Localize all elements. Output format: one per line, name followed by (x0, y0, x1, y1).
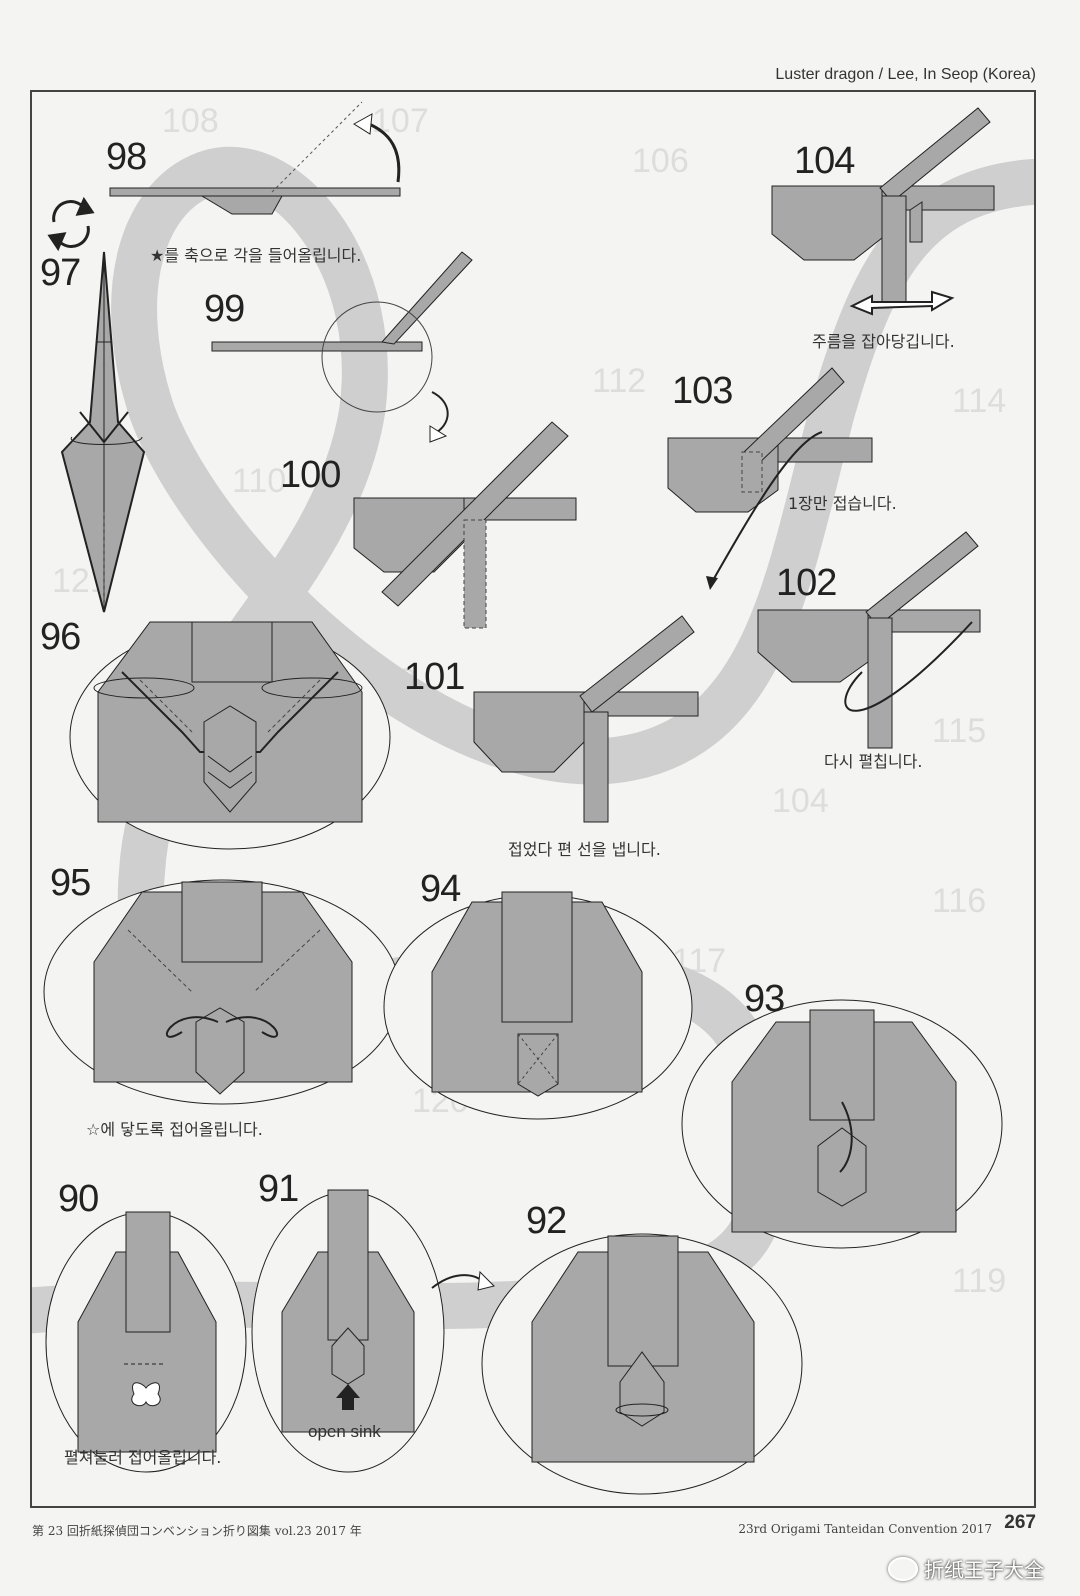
caption-step-98: ★를 축으로 각을 들어올립니다. (150, 246, 362, 265)
step-101-diagram (473, 615, 699, 823)
step-number-104: 104 (794, 140, 855, 182)
caption-step-103: 1장만 접습니다. (788, 494, 897, 513)
svg-text:116: 116 (932, 882, 986, 920)
step-97-diagram (60, 251, 146, 613)
step-93-diagram (681, 999, 1003, 1249)
caption-step-104: 주름을 잡아당깁니다. (812, 332, 955, 351)
step-104-diagram (771, 107, 995, 316)
page-header-title: Luster dragon / Lee, In Seop (Korea) (775, 66, 1036, 83)
step-number-103: 103 (672, 370, 733, 412)
step-90-diagram (45, 1211, 247, 1473)
svg-text:112: 112 (592, 362, 646, 400)
svg-text:106: 106 (632, 142, 689, 180)
step-96-diagram (69, 621, 391, 850)
wechat-icon (888, 1556, 918, 1581)
svg-text:108: 108 (162, 102, 219, 140)
step-98-diagram (109, 101, 401, 215)
watermark-text: 折纸王子大全 (924, 1558, 1044, 1582)
step-number-93: 93 (744, 978, 785, 1020)
step-number-97: 97 (40, 252, 81, 294)
step-92-diagram (481, 1233, 803, 1495)
page-number: 267 (1004, 1512, 1036, 1533)
caption-step-101: 접었다 편 선을 냅니다. (508, 840, 661, 859)
step-103-diagram (667, 367, 873, 590)
step-number-99: 99 (204, 288, 245, 330)
step-number-101: 101 (404, 656, 465, 698)
step-number-90: 90 (58, 1178, 99, 1220)
svg-text:114: 114 (952, 382, 1006, 420)
step-number-94: 94 (420, 868, 461, 910)
svg-text:107: 107 (372, 102, 429, 140)
caption-step-90: 펼쳐눌러 접어올립니다. (64, 1448, 222, 1467)
step-number-91: 91 (258, 1168, 299, 1210)
step-95-diagram (43, 879, 401, 1105)
watermark: 折纸王子大全 (888, 1554, 1044, 1583)
step-number-102: 102 (776, 562, 837, 604)
svg-text:115: 115 (932, 712, 986, 750)
caption-step-91: open sink (308, 1422, 381, 1441)
caption-step-95: ☆에 닿도록 접어올립니다. (86, 1120, 263, 1139)
rotate-icon (47, 196, 95, 252)
svg-text:119: 119 (952, 1262, 1006, 1300)
step-number-96: 96 (40, 616, 81, 658)
step-94-diagram (383, 891, 693, 1120)
caption-step-102: 다시 펼칩니다. (824, 752, 923, 771)
step-91-diagram (251, 1189, 495, 1473)
svg-text:104: 104 (772, 782, 829, 820)
svg-text:110: 110 (232, 462, 286, 500)
step-100-diagram (353, 421, 577, 629)
step-number-92: 92 (526, 1200, 567, 1242)
step-102-diagram (757, 531, 981, 749)
step-number-95: 95 (50, 862, 91, 904)
step-number-100: 100 (280, 454, 341, 496)
step-number-98: 98 (106, 136, 147, 178)
footer-right-text: 23rd Origami Tanteidan Convention 2017 (738, 1522, 992, 1536)
footer-left-text: 第 23 回折紙探偵団コンベンション折り図集 vol.23 2017 年 (32, 1524, 362, 1538)
step-99-diagram (211, 251, 473, 443)
